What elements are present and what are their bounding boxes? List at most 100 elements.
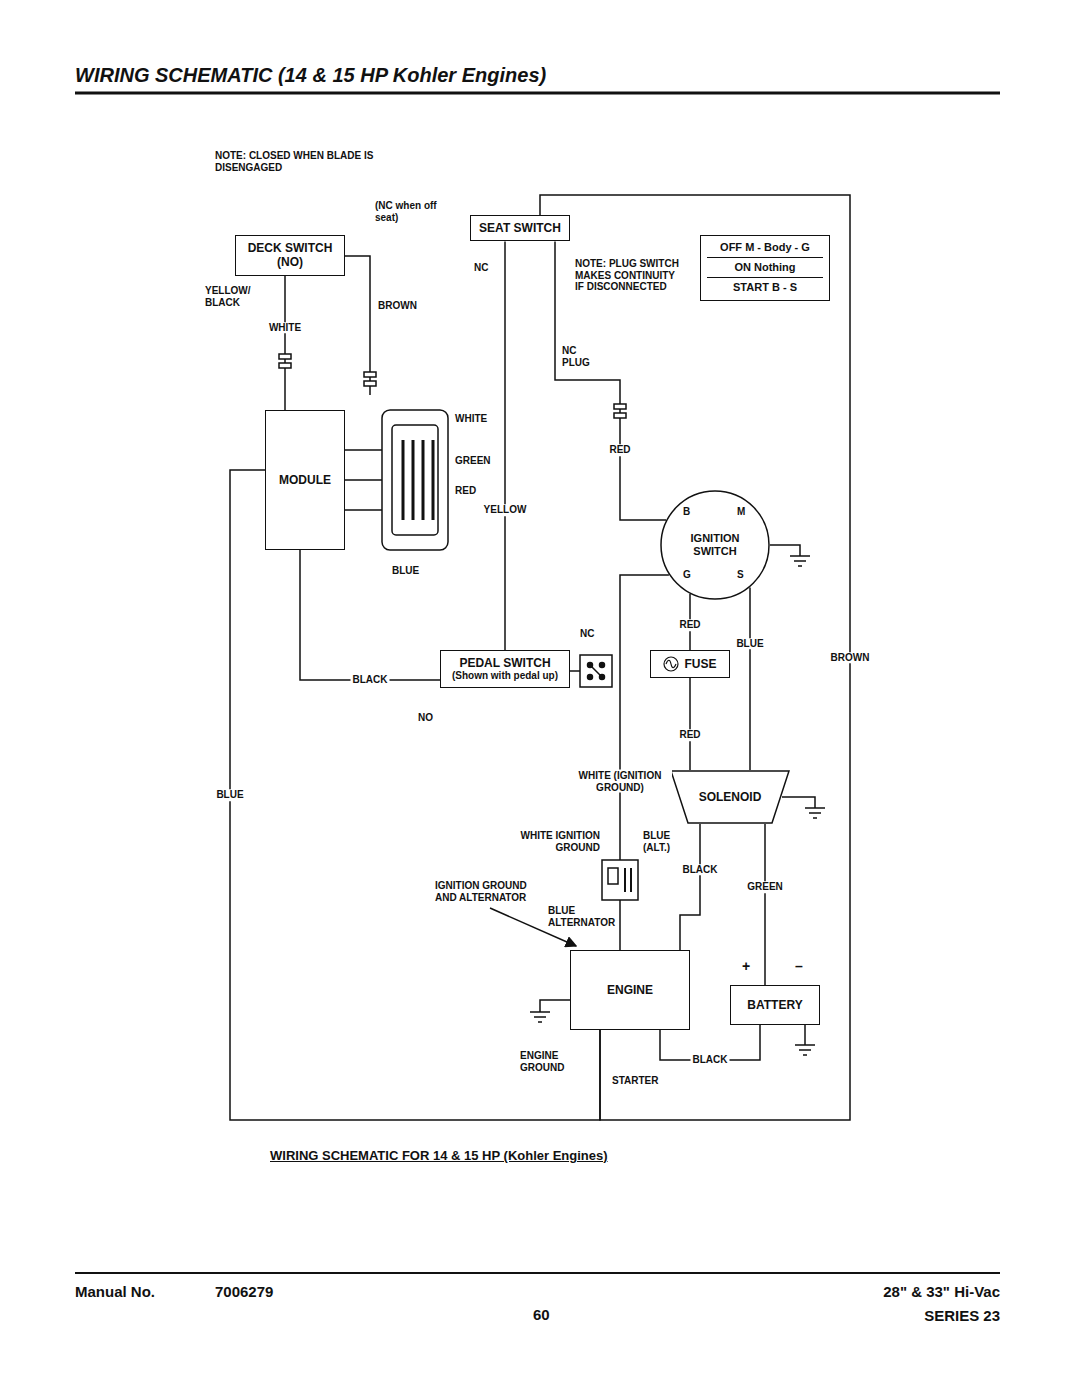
battery: BATTERY bbox=[730, 985, 820, 1025]
terminal-name: NO bbox=[418, 712, 433, 724]
wire-color: YELLOW bbox=[482, 505, 529, 517]
wire-color: RED bbox=[607, 444, 632, 456]
wire bbox=[680, 824, 700, 950]
wire bbox=[284, 276, 286, 410]
ground-wire bbox=[782, 797, 815, 808]
pedal-switch: PEDAL SWITCH(Shown with pedal up) bbox=[440, 650, 570, 688]
page-title: WIRING SCHEMATIC (14 & 15 HP Kohler Engi… bbox=[75, 64, 546, 87]
wire bbox=[504, 241, 506, 650]
wire-group bbox=[230, 195, 850, 1120]
node-text: ON Nothing bbox=[707, 257, 823, 274]
polarity-mark: – bbox=[795, 958, 803, 974]
wire-name: BLUE ALTERNATOR bbox=[548, 905, 610, 928]
terminal-letter: B bbox=[683, 506, 690, 518]
fuse-symbol bbox=[664, 657, 678, 671]
schematic-art bbox=[75, 93, 1000, 1273]
plug-symbol bbox=[279, 354, 291, 359]
ground-symbol bbox=[790, 556, 810, 566]
wire bbox=[230, 470, 600, 1120]
wire-color: RED bbox=[455, 485, 476, 497]
deck-switch: DECK SWITCH (NO) bbox=[235, 235, 345, 276]
alternator-connector bbox=[608, 868, 618, 884]
node-text: IGNITION SWITCH bbox=[680, 532, 750, 558]
ground-symbol bbox=[795, 1045, 815, 1055]
footer-text: 28" & 33" Hi-Vac bbox=[883, 1283, 1000, 1300]
wire bbox=[749, 587, 751, 770]
switch-contact bbox=[600, 663, 605, 668]
node-text: SEAT SWITCH bbox=[479, 221, 561, 235]
switch-contact-arm bbox=[590, 665, 602, 677]
plug-symbol bbox=[364, 372, 376, 377]
plug-symbol bbox=[364, 381, 376, 386]
fuse-symbol bbox=[663, 656, 679, 672]
part-name: STARTER bbox=[612, 1075, 658, 1087]
connector-pin bbox=[625, 868, 631, 892]
node-text: SOLENOID bbox=[699, 790, 762, 804]
engine-block: ENGINE bbox=[570, 950, 690, 1030]
switch-contact-symbol bbox=[580, 655, 612, 687]
terminal-name: NC bbox=[474, 262, 488, 274]
wire bbox=[300, 550, 440, 680]
node-text: DECK SWITCH (NO) bbox=[242, 241, 338, 270]
solenoid: SOLENOID bbox=[670, 770, 790, 824]
footer-text: SERIES 23 bbox=[924, 1307, 1000, 1324]
footer-text: 7006279 bbox=[215, 1283, 273, 1300]
solenoid-outline bbox=[671, 771, 789, 823]
module-lead bbox=[345, 450, 382, 510]
ground-symbol bbox=[805, 808, 825, 818]
fuse-symbol bbox=[666, 660, 676, 668]
wire-name: BLUE (ALT.) bbox=[643, 830, 695, 853]
ground-symbol bbox=[530, 1012, 550, 1022]
wire-color: RED bbox=[677, 619, 702, 631]
wire-color: GREEN bbox=[745, 881, 785, 893]
wire-color: BLACK bbox=[351, 674, 390, 686]
key-position-table: OFF M - Body - G ON NothingSTART B - S bbox=[700, 235, 830, 301]
module-box: MODULE bbox=[265, 410, 345, 550]
wire-color: WHITE bbox=[455, 413, 487, 425]
node-text: BATTERY bbox=[747, 998, 802, 1012]
ground-wire bbox=[804, 1025, 806, 1045]
node-text: PEDAL SWITCH bbox=[459, 656, 550, 670]
node-text: ENGINE bbox=[607, 983, 653, 997]
node-text: FUSE bbox=[684, 657, 716, 671]
connector-pin bbox=[403, 440, 433, 520]
plug-symbol bbox=[614, 404, 626, 409]
wire-color: BROWN bbox=[829, 652, 872, 664]
note: NOTE: CLOSED WHEN BLADE IS DISENGAGED bbox=[215, 150, 375, 173]
fuse-box: FUSE bbox=[650, 650, 730, 678]
wire-color: BLUE bbox=[214, 789, 245, 801]
switch-note: (NC when off seat) bbox=[375, 200, 460, 223]
wire-color: RED bbox=[677, 729, 702, 741]
node-text: OFF M - Body - G bbox=[707, 241, 823, 254]
switch-outline bbox=[661, 491, 769, 599]
wire-color: YELLOW/ BLACK bbox=[205, 285, 260, 308]
plug-symbol bbox=[279, 363, 291, 368]
wire bbox=[689, 678, 691, 770]
page-number: 60 bbox=[533, 1306, 550, 1323]
ground-wire bbox=[540, 1000, 570, 1012]
part-name: ENGINE GROUND bbox=[520, 1050, 590, 1073]
wire bbox=[764, 824, 766, 985]
wire-color: BLACK bbox=[681, 864, 720, 876]
switch-contact bbox=[588, 675, 593, 680]
seat-switch: SEAT SWITCH bbox=[470, 215, 570, 241]
node-text: MODULE bbox=[279, 473, 331, 487]
footer-text: Manual No. bbox=[75, 1283, 155, 1300]
node-text: START B - S bbox=[707, 277, 823, 294]
terminal-letter: G bbox=[683, 569, 691, 581]
plug-symbol bbox=[614, 413, 626, 418]
callout: IGNITION GROUND AND ALTERNATOR bbox=[435, 880, 535, 903]
wire-color: BLUE bbox=[734, 638, 765, 650]
terminal-name: NC PLUG bbox=[562, 345, 602, 368]
wire-color: WHITE bbox=[267, 322, 303, 334]
connector-housing bbox=[382, 410, 448, 550]
wire-color: BROWN bbox=[378, 300, 417, 312]
terminal-name: NC bbox=[580, 628, 594, 640]
connector-housing bbox=[392, 425, 438, 535]
wire-color: WHITE (IGNITION GROUND) bbox=[568, 770, 672, 793]
wire bbox=[540, 195, 850, 1120]
wire-color: BLUE bbox=[392, 565, 419, 577]
wire-name: WHITE IGNITION GROUND bbox=[490, 830, 600, 853]
